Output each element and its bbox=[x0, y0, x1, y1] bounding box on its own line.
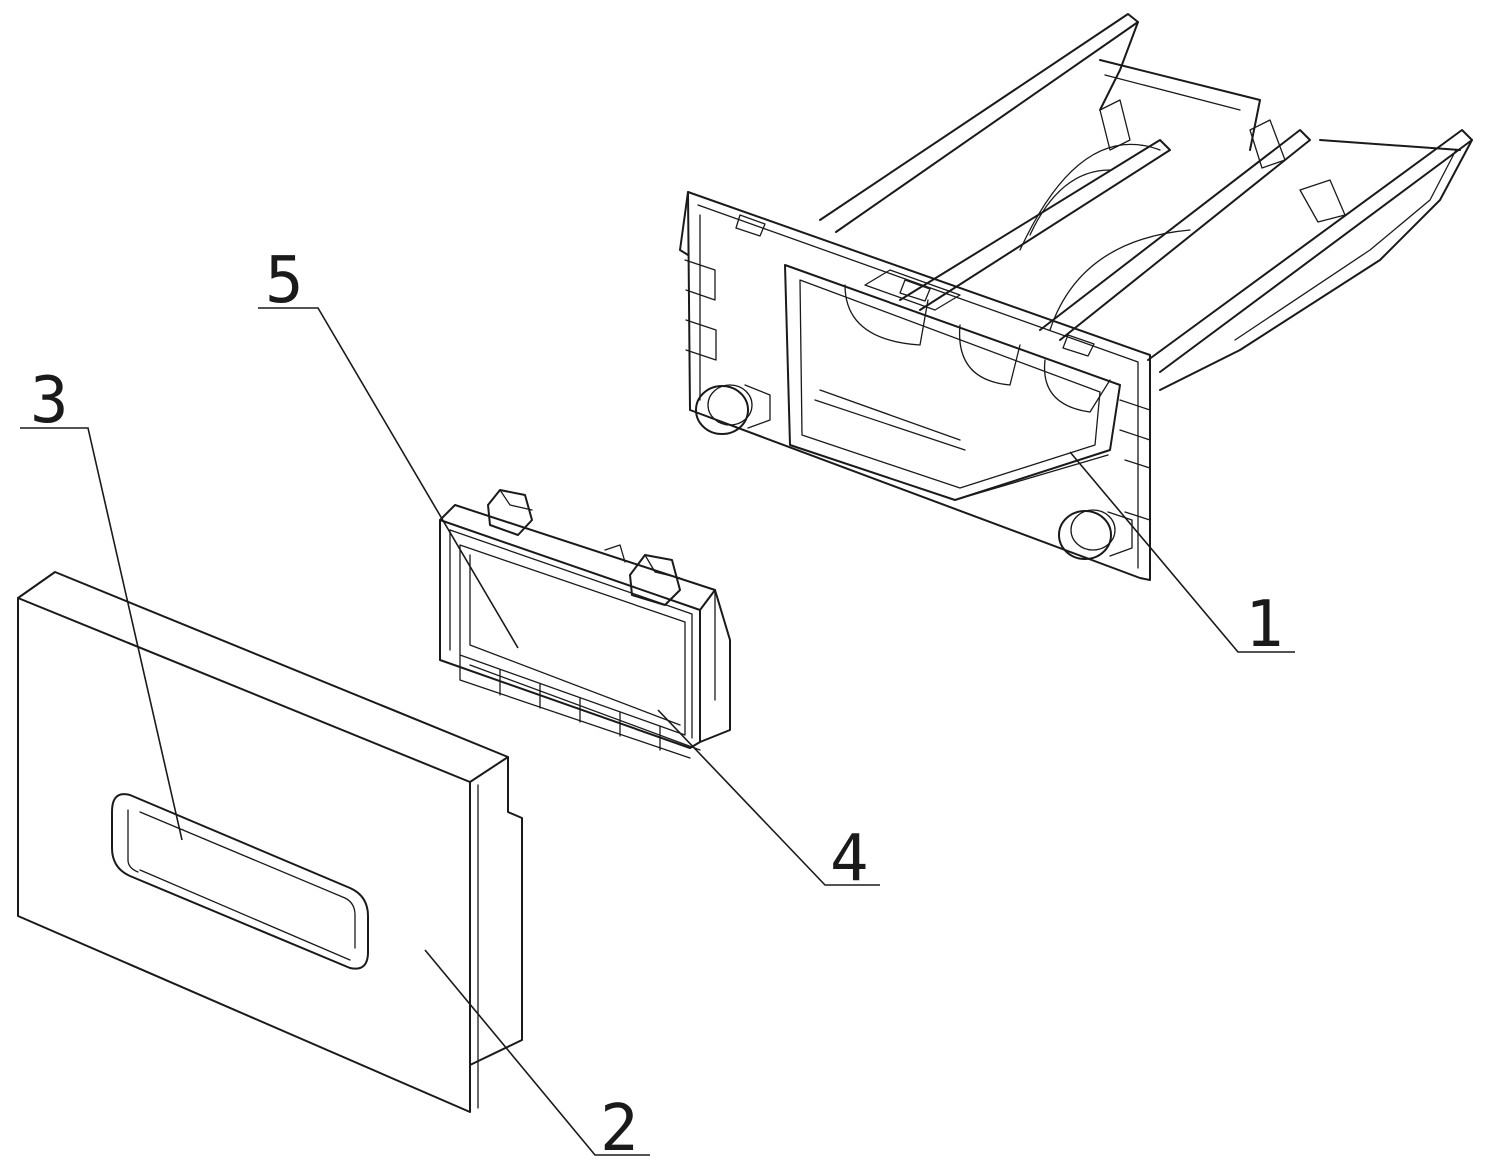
drawer-body bbox=[679, 13, 1473, 581]
callout-labels: 1 2 3 4 5 bbox=[30, 244, 1284, 1166]
insert-frame bbox=[439, 489, 731, 759]
callout-4-label: 4 bbox=[830, 822, 869, 896]
callout-3-label: 3 bbox=[30, 364, 69, 438]
callout-leaders bbox=[20, 307, 1295, 1156]
front-panel bbox=[17, 571, 523, 1113]
callout-2-label: 2 bbox=[600, 1092, 639, 1166]
callout-1-label: 1 bbox=[1245, 588, 1284, 662]
callout-5-label: 5 bbox=[265, 244, 304, 318]
